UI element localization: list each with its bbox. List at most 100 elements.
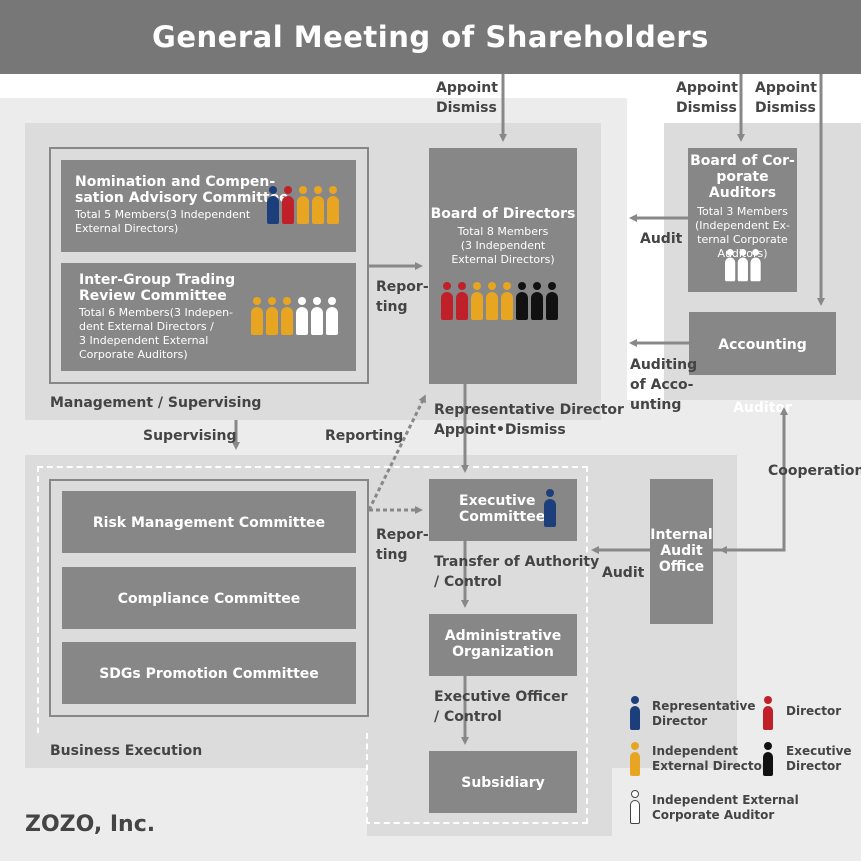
person-head [268,297,276,305]
person-body [486,292,498,320]
person-head [546,489,554,497]
label-transfer-authority: Transfer of Authority / Control [434,554,600,590]
label-supervising: Supervising [143,428,237,444]
risk-management-box: Risk Management Committee [62,491,356,553]
execution-committees-frame [49,479,369,717]
nomination-sub: Total 5 Members(3 Independent External D… [75,208,251,235]
execution-frame-mask-2 [0,768,367,838]
person-icon-aud [725,249,736,282]
board-directors-sub: Total 8 Members (3 Independent External … [451,225,555,266]
label-appoint-dismiss-3: Appoint Dismiss [755,80,817,116]
label-cooperation: Cooperation [768,463,861,479]
person-head [503,282,511,290]
label-audit-2: Audit [602,565,645,581]
legend-head [764,696,772,704]
person-body [311,307,323,335]
internal-audit-title: Internal Audit Office [650,527,713,575]
person-body [266,307,278,335]
person-body [737,257,748,282]
board-directors-title: Board of Directors [430,206,576,222]
legend-dir: Director [786,704,842,718]
legend: Representative Director Director Indepen… [620,690,860,830]
admin-title: Administrative Organization [444,628,562,660]
subsidiary-title: Subsidiary [461,775,545,791]
person-icon-aud [296,297,308,335]
person-head [458,282,466,290]
board-auditors-title: Board of Cor- porate Auditors [690,153,795,201]
person-icon-aud [326,297,338,335]
person-icon-exe [546,282,558,320]
legend-icon-ind [630,742,640,776]
person-body [327,196,339,224]
person-head [518,282,526,290]
label-executive-officer: Executive Officer / Control [434,689,568,725]
person-body [471,292,483,320]
legend-icon-dir [763,696,773,730]
person-icon-exe [531,282,543,320]
shareholders-header: General Meeting of Shareholders [0,0,861,74]
person-icon-ind [486,282,498,320]
person-head [299,186,307,194]
person-head [533,282,541,290]
board-directors-people [441,282,558,320]
person-icon-rep [267,186,279,224]
risk-title: Risk Management Committee [92,515,326,531]
person-icon-ind [281,297,293,335]
legend-body [630,706,640,730]
execution-frame-mask [25,733,367,768]
intergroup-people [251,297,338,335]
person-icon-aud [311,297,323,335]
person-icon-ind [471,282,483,320]
person-head [269,186,277,194]
legend-head [631,696,639,704]
person-body [516,292,528,320]
person-body [281,307,293,335]
person-icon-ind [501,282,513,320]
label-audit-1: Audit [640,231,683,247]
person-head [284,186,292,194]
legend-head [764,742,772,750]
legend-icon-rep [630,696,640,730]
person-head [739,249,747,256]
label-rep-director-appoint: Representative Director Appoint•Dismiss [434,402,624,438]
person-body [297,196,309,224]
nomination-committee-box: Nomination and Compen- sation Advisory C… [61,160,356,252]
legend-body [630,752,640,776]
legend-head [631,742,639,750]
person-head [313,297,321,305]
person-head [314,186,322,194]
person-icon-rep [544,489,556,527]
person-body [296,307,308,335]
person-head [488,282,496,290]
subsidiary-box: Subsidiary [429,751,577,813]
person-icon-dir [441,282,453,320]
intergroup-sub: Total 6 Members(3 Indepen- dent External… [79,306,234,361]
person-head [329,186,337,194]
label-auditing-of-accounting: Auditing of Acco- unting [630,357,698,413]
person-head [726,249,734,256]
person-head [328,297,336,305]
person-body [326,307,338,335]
person-icon-dir [282,186,294,224]
accounting-auditor-box: Accounting Auditor [689,312,836,416]
legend-exe: Executive Director [786,744,852,773]
person-head [752,249,759,256]
label-business-execution: Business Execution [50,743,203,759]
board-of-directors-box: Board of Directors Total 8 Members (3 In… [429,148,577,384]
nomination-people [267,186,339,224]
label-reporting-1: Repor- ting [376,279,429,315]
person-body [456,292,468,320]
legend-ind: Independent External Director [652,744,768,773]
legend-body [763,706,773,730]
legend-aud: Independent External Corporate Auditor [652,793,799,822]
person-icon-dir [456,282,468,320]
sdgs-box: SDGs Promotion Committee [62,642,356,704]
person-body [312,196,324,224]
person-icon-exe [516,282,528,320]
label-appoint-dismiss-1: Appoint Dismiss [436,80,498,116]
legend-head [631,790,639,798]
person-body [531,292,543,320]
compliance-title: Compliance Committee [117,591,301,607]
legend-icon-exe [763,742,773,776]
